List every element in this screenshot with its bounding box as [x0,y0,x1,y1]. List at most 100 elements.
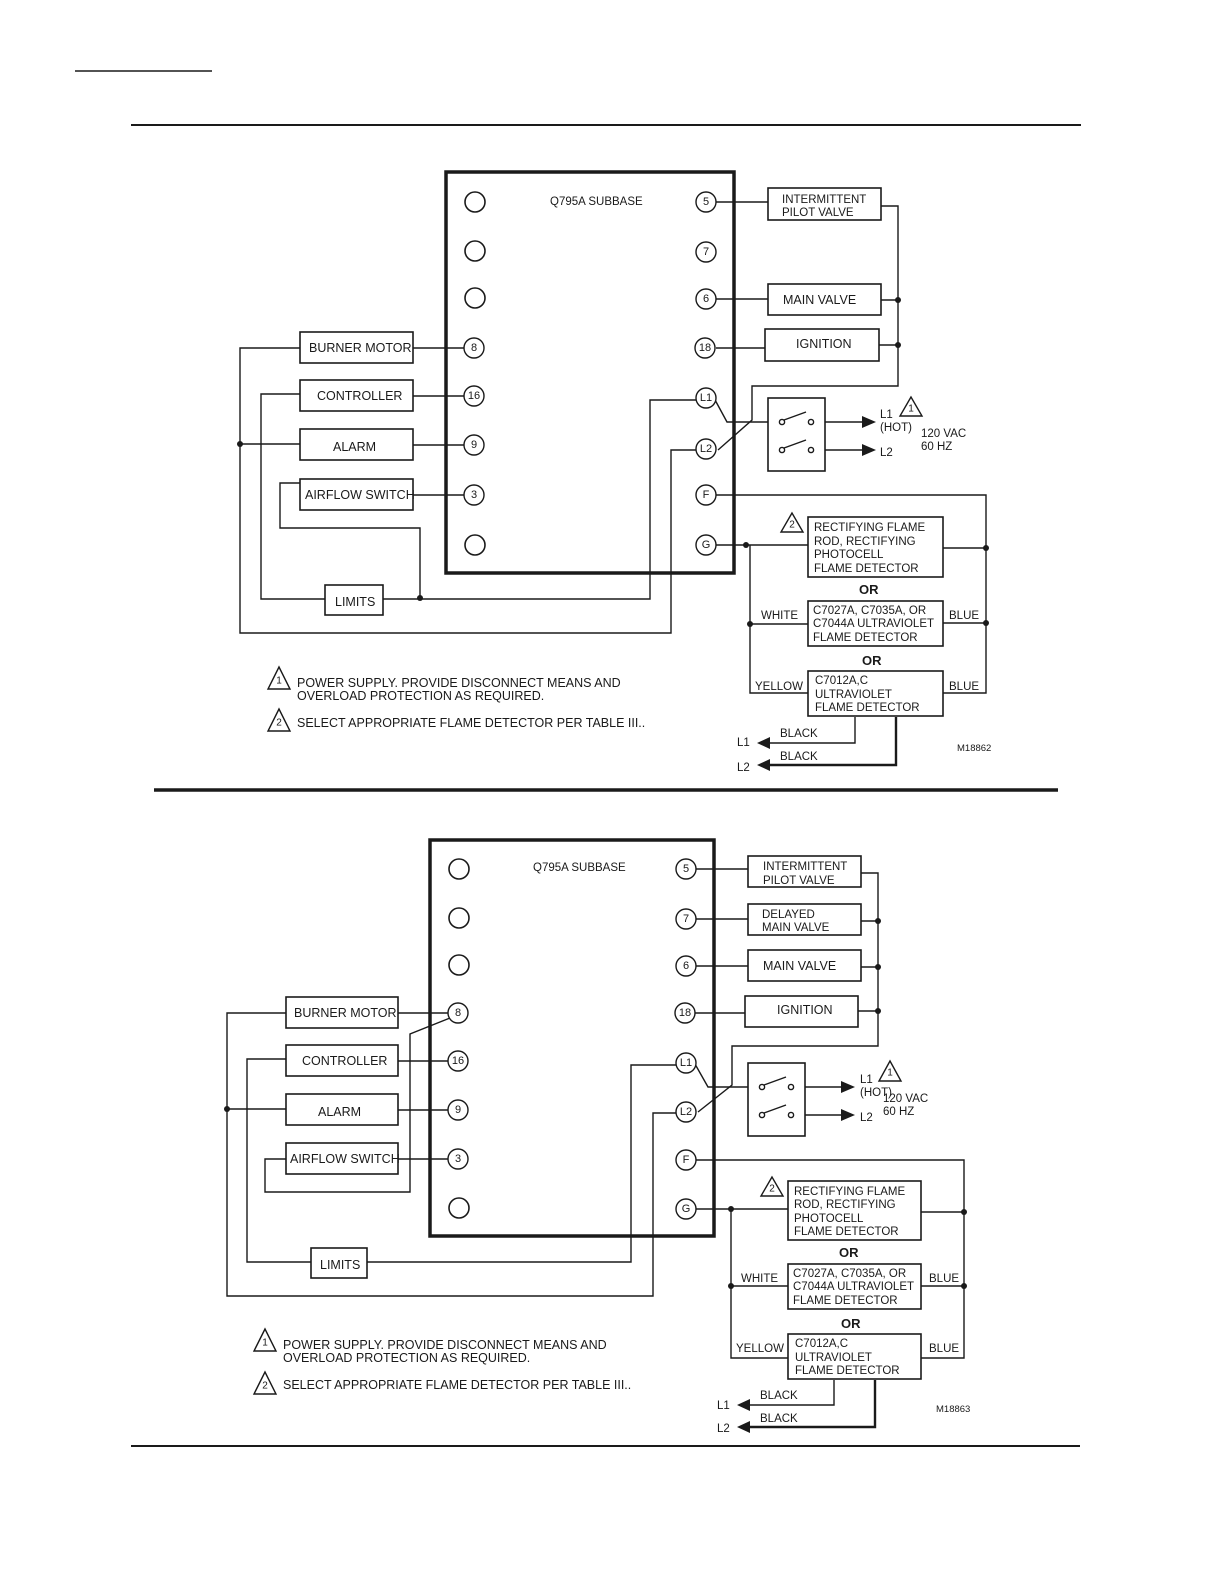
white-wire-label: WHITE [741,1273,778,1285]
svg-text:1: 1 [276,676,282,687]
pilot-valve-box [767,187,882,221]
blue-wire-label: BLUE [929,1273,959,1285]
terminal-9: 9 [463,434,485,456]
svg-text:3: 3 [455,1153,461,1165]
alarm-box [285,1093,399,1126]
delayed-main-valve-label: DELAYED [762,909,815,921]
note-1-icon: 1 [266,665,292,690]
terminal-g: G [675,1198,697,1220]
burner-motor-box [285,996,399,1029]
terminal-l2: L2 [695,438,717,460]
svg-text:7: 7 [683,913,689,925]
svg-text:G: G [702,539,711,551]
uv-detector-label: C7044A ULTRAVIOLET [813,618,934,630]
note-1-text: OVERLOAD PROTECTION AS REQUIRED. [283,1351,530,1365]
blue-wire-label: BLUE [929,1343,959,1355]
terminal-l2: L2 [675,1101,697,1123]
arrow-icon [737,1421,750,1433]
terminal-7: 7 [695,241,717,263]
uv-detector-label: C7027A, C7035A, OR [793,1268,906,1280]
terminal-16: 16 [447,1050,469,1072]
svg-text:L2: L2 [680,1106,692,1118]
delayed-main-valve-label: MAIN VALVE [762,922,830,934]
unused-terminal [464,534,486,556]
rectifying-detector-label: PHOTOCELL [814,549,884,561]
terminal-18: 18 [694,337,716,359]
junction-dots [224,918,967,1289]
rectifying-detector-label: ROD, RECTIFYING [794,1199,896,1211]
unused-terminal [448,954,470,976]
rectifying-detector-box [807,516,944,578]
output-l2-label: L2 [737,762,750,774]
ignition-box [744,995,859,1028]
junction-dots [237,297,989,627]
uv2-detector-label: ULTRAVIOLET [815,689,892,701]
figure-id: M18862 [957,743,991,754]
note-1-marker-icon: 1 [877,1059,903,1082]
svg-text:L2: L2 [700,443,712,455]
terminal-3: 3 [463,484,485,506]
note-2-marker-icon: 2 [779,511,805,533]
terminal-3: 3 [447,1148,469,1170]
svg-text:18: 18 [699,342,711,354]
disconnect-switch [747,1062,806,1137]
yellow-wire-label: YELLOW [755,681,803,693]
power-l1-label: L1 [880,409,893,421]
svg-text:8: 8 [471,342,477,354]
terminal-l1: L1 [695,387,717,409]
svg-text:2: 2 [789,520,795,531]
uv2-detector-box [807,670,944,717]
subbase-title: Q795A SUBBASE [550,196,643,208]
terminal-g: G [695,534,717,556]
svg-text:2: 2 [276,718,282,729]
airflow-switch-label: AIRFLOW SWITCH [305,488,415,502]
alarm-box [299,428,414,461]
yellow-wire-label: YELLOW [736,1343,784,1355]
uv-detector-label: FLAME DETECTOR [813,632,918,644]
disconnect-switch [767,397,826,472]
wiring [226,868,965,1429]
burner-motor-label: BURNER MOTOR [309,341,412,355]
svg-text:8: 8 [455,1007,461,1019]
diagram-2: Q795A SUBBASE [224,838,970,1435]
airflow-switch-box [299,478,414,511]
terminal-5: 5 [695,191,717,213]
terminal-9: 9 [447,1099,469,1121]
svg-text:9: 9 [455,1104,461,1116]
uv-detector-box [807,600,944,647]
uv2-detector-label: ULTRAVIOLET [795,1352,872,1364]
limits-box [310,1247,368,1279]
uv-detector-label: FLAME DETECTOR [793,1295,898,1307]
uv-detector-label: C7044A ULTRAVIOLET [793,1281,914,1293]
airflow-switch-label: AIRFLOW SWITCH [290,1152,400,1166]
arrow-icon [862,444,876,456]
unused-terminal [464,191,486,213]
unused-terminal [464,287,486,309]
unused-terminal [448,858,470,880]
burner-motor-box [299,331,414,364]
or-label: OR [841,1316,861,1331]
rectifying-detector-label: FLAME DETECTOR [814,563,919,575]
main-valve-label: MAIN VALVE [763,959,836,973]
burner-motor-label: BURNER MOTOR [294,1006,397,1020]
ignition-label: IGNITION [777,1003,833,1017]
svg-text:5: 5 [683,863,689,875]
svg-text:F: F [703,489,710,501]
svg-text:16: 16 [452,1055,464,1067]
terminal-6: 6 [675,955,697,977]
wiring [239,201,987,767]
arrow-icon [737,1399,750,1411]
rectifying-detector-label: PHOTOCELL [794,1213,864,1225]
svg-text:G: G [682,1203,691,1215]
svg-text:6: 6 [703,293,709,305]
svg-text:16: 16 [468,390,480,402]
svg-text:2: 2 [769,1184,775,1195]
note-1-icon: 1 [252,1327,278,1352]
subbase-outline [444,170,736,575]
uv2-detector-label: C7012A,C [815,675,868,687]
alarm-label: ALARM [318,1105,361,1119]
note-1-marker-icon: 1 [898,395,924,417]
svg-text:L1: L1 [700,392,712,404]
power-hz-label: 60 HZ [883,1106,914,1118]
